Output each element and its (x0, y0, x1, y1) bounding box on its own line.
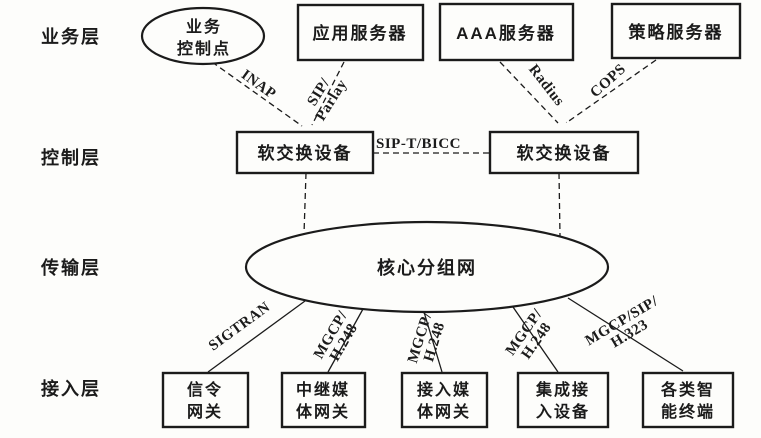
svg-text:SIGTRAN: SIGTRAN (206, 299, 274, 354)
line-radius (499, 61, 559, 124)
intelligent-terminals-line2: 能终端 (661, 402, 715, 421)
softswitch-right-label: 软交换设备 (517, 143, 612, 163)
label-inap: INAP (238, 67, 279, 103)
label-mgcp-h248-trunk: MGCP/ H.248 (311, 308, 361, 364)
policy-server-label: 策略服务器 (629, 22, 724, 42)
label-radius: Radius (525, 62, 567, 110)
trunk-media-gateway-line2: 体网关 (296, 402, 350, 421)
node-signaling-gateway (161, 371, 250, 429)
line-mgcp-trunk (327, 308, 364, 373)
line-sigtran (207, 300, 306, 373)
node-policy-server (610, 2, 742, 60)
node-integrated-access-device (516, 371, 610, 429)
line-mgcp-access (423, 311, 443, 373)
scp-label-line2: 控制点 (177, 39, 231, 58)
layer-label-transport: 传输层 (40, 257, 101, 278)
node-aaa-server (438, 2, 575, 62)
node-softswitch-right (488, 130, 640, 175)
integrated-access-device-line2: 入设备 (536, 402, 590, 421)
access-media-gateway-line1: 接入媒 (417, 380, 471, 399)
node-intelligent-terminals (641, 371, 735, 429)
label-sip-parlay: SIP/ Parlay (304, 75, 350, 124)
label-mgcp-sip-h323: MGCP/SIP/ H.323 (583, 293, 662, 351)
layer-label-access: 接入层 (41, 378, 101, 399)
intelligent-terminals-line1: 各类智 (660, 380, 715, 399)
line-softswitch-left-core (303, 172, 307, 235)
core-network-label: 核心分组网 (377, 257, 477, 278)
label-cops: COPS (587, 61, 629, 101)
label-sipt-bicc: SIP-T/BICC (376, 136, 461, 152)
layer-label-service: 业务层 (41, 26, 101, 47)
line-mgcp-sip-terminal (567, 297, 684, 372)
signaling-gateway-line1: 信令 (187, 380, 223, 399)
node-softswitch-left (235, 130, 375, 175)
line-cops (565, 59, 657, 124)
line-softswitch-right-core (558, 172, 561, 237)
signaling-gateway-line2: 网关 (187, 402, 223, 421)
scp-label-line1: 业务 (186, 17, 222, 36)
node-access-media-gateway (400, 371, 489, 429)
integrated-access-device-line1: 集成接 (535, 380, 590, 399)
node-core-packet-network (244, 220, 610, 314)
svg-text:COPS: COPS (587, 61, 629, 101)
line-sip-parlay (312, 61, 345, 126)
node-app-server (296, 3, 425, 62)
node-service-control-point (140, 6, 266, 66)
layer-label-control: 控制层 (41, 147, 101, 168)
aaa-server-label: AAA服务器 (456, 23, 556, 43)
line-inap (211, 61, 303, 127)
svg-text:Radius: Radius (525, 62, 567, 110)
access-media-gateway-line2: 体网关 (417, 402, 471, 421)
label-mgcp-h248-access: MGCP/ H.248 (405, 310, 448, 365)
trunk-media-gateway-line1: 中继媒 (296, 380, 350, 399)
node-trunk-media-gateway (280, 371, 367, 429)
svg-text:INAP: INAP (238, 67, 279, 103)
label-mgcp-h248-iad: MGCP/ H.248 (503, 306, 555, 362)
softswitch-left-label: 软交换设备 (258, 143, 353, 163)
label-sigtran: SIGTRAN (206, 299, 274, 354)
line-mgcp-iad (512, 306, 559, 373)
app-server-label: 应用服务器 (313, 23, 408, 43)
